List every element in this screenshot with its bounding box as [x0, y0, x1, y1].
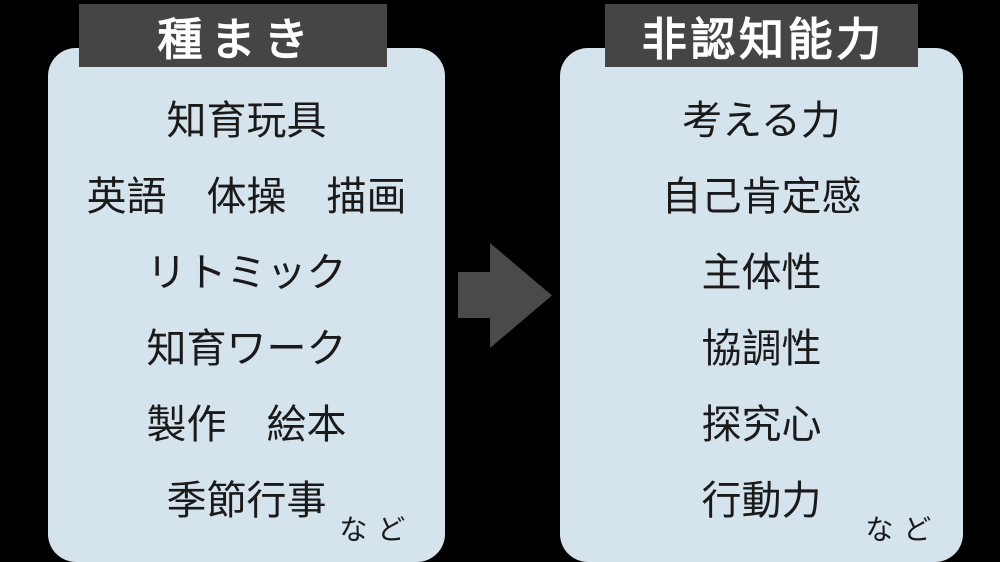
left-box-item: 知育ワーク	[146, 327, 347, 371]
right-box-item: 主体性	[701, 251, 822, 295]
left-box-title: 種まき	[79, 4, 387, 67]
right-arrow-icon	[458, 243, 552, 348]
left-box-item: 英語 体操 描画	[86, 175, 407, 219]
left-box-etc-label: など	[339, 514, 415, 545]
right-box-title: 非認知能力	[605, 4, 918, 67]
right-box-item: 探究心	[701, 403, 822, 447]
left-box-item: 季節行事	[166, 479, 327, 523]
right-box-item: 自己肯定感	[661, 175, 862, 219]
right-box-etc-label: など	[865, 514, 941, 545]
left-box-item: 製作 絵本	[146, 403, 347, 447]
left-box-item: 知育玩具	[166, 99, 327, 143]
right-box-item: 行動力	[701, 479, 822, 523]
right-box-item: 協調性	[701, 327, 822, 371]
seed-sowing-box: 知育玩具 英語 体操 描画 リトミック 知育ワーク 製作 絵本 季節行事 など	[48, 48, 445, 562]
left-box-item: リトミック	[146, 251, 347, 295]
non-cognitive-skills-box: 考える力 自己肯定感 主体性 協調性 探究心 行動力 など	[560, 48, 963, 562]
right-box-item: 考える力	[682, 99, 841, 143]
